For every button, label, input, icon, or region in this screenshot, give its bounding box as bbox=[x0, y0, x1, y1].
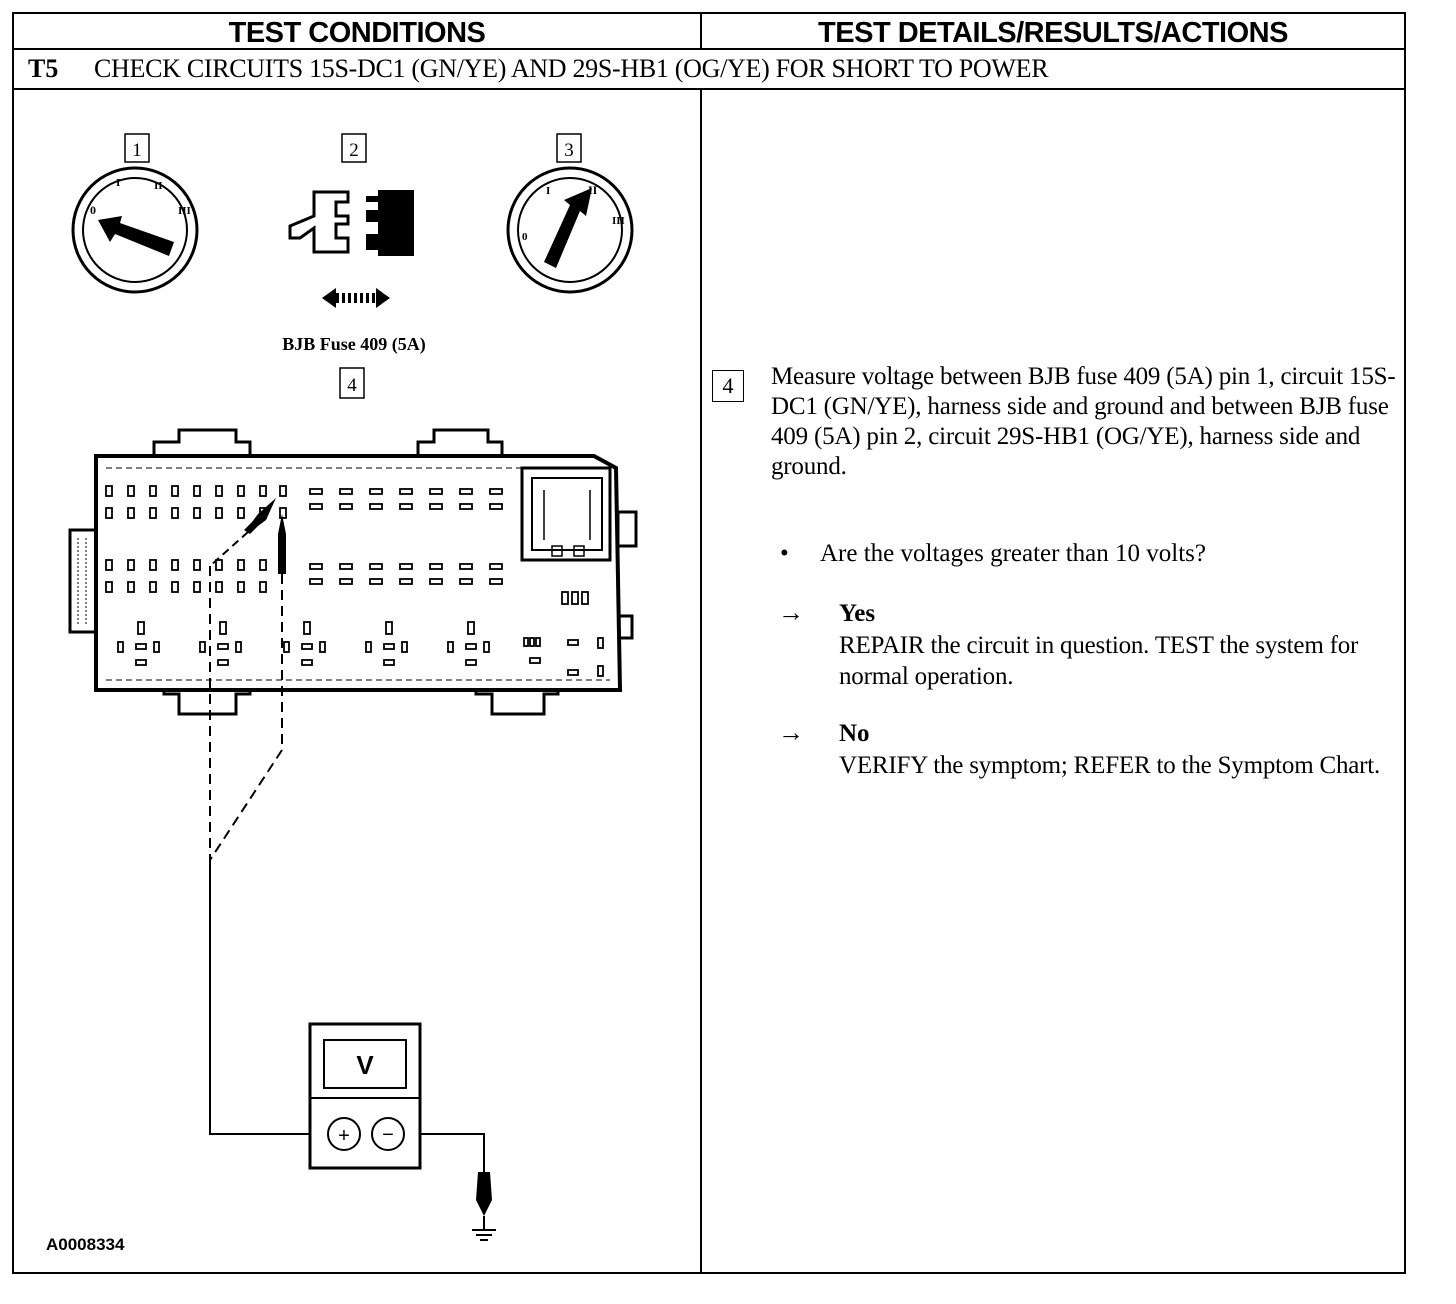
ignition-on-mark: II bbox=[588, 183, 598, 197]
step-2-label: 2 bbox=[349, 140, 359, 161]
meter-probe-2-icon bbox=[278, 514, 286, 574]
question-bullet: • bbox=[780, 540, 789, 567]
voltmeter-icon: V + − bbox=[308, 1022, 422, 1170]
column-divider bbox=[700, 14, 702, 1272]
test-diagram: 1 2 3 0 III II I BJB Fuse 409 (5A bbox=[46, 133, 638, 1254]
ignition-off-mark: 0 bbox=[90, 203, 96, 217]
yes-label: Yes bbox=[839, 600, 876, 627]
measurement-instruction: Measure voltage between BJB fuse 409 (5A… bbox=[771, 363, 1396, 480]
svg-text:III: III bbox=[178, 205, 191, 217]
negative-terminal: − bbox=[382, 1124, 394, 1146]
test-title: CHECK CIRCUITS 15S-DC1 (GN/YE) AND 29S-H… bbox=[94, 54, 1049, 83]
yes-arrow-icon: → bbox=[778, 598, 804, 627]
header-test-details: TEST DETAILS/RESULTS/ACTIONS bbox=[702, 14, 1404, 50]
no-label: No bbox=[839, 720, 870, 747]
svg-text:I: I bbox=[546, 185, 550, 197]
meter-probe-1-icon bbox=[209, 498, 276, 567]
header-test-conditions: TEST CONDITIONS bbox=[14, 14, 700, 50]
step-4-box: 4 bbox=[712, 370, 744, 402]
positive-terminal: + bbox=[338, 1125, 350, 1147]
voltmeter-display: V bbox=[356, 1050, 374, 1080]
ground-icon bbox=[472, 1172, 496, 1241]
step-1-label: 1 bbox=[132, 140, 142, 161]
step-3-marker: 3 bbox=[556, 133, 582, 163]
test-question: Are the voltages greater than 10 volts? bbox=[820, 540, 1206, 567]
step-2-marker: 2 bbox=[341, 133, 367, 163]
test-id: T5 bbox=[28, 54, 59, 83]
fuse-removal-icon bbox=[288, 190, 414, 308]
svg-text:0: 0 bbox=[522, 231, 528, 243]
yes-action: REPAIR the circuit in question. TEST the… bbox=[839, 632, 1359, 690]
svg-text:III: III bbox=[612, 215, 625, 227]
figure-id: A0008334 bbox=[46, 1235, 125, 1254]
step-4-label: 4 bbox=[347, 375, 357, 396]
battery-junction-box bbox=[68, 428, 638, 716]
ignition-switch-on-icon: 0 I II III bbox=[506, 166, 634, 294]
svg-text:II: II bbox=[154, 180, 163, 192]
test-title-row: T5 CHECK CIRCUITS 15S-DC1 (GN/YE) AND 29… bbox=[14, 50, 1404, 90]
no-action: VERIFY the symptom; REFER to the Symptom… bbox=[839, 752, 1381, 779]
test-table: TEST CONDITIONS TEST DETAILS/RESULTS/ACT… bbox=[12, 12, 1406, 1274]
fuse-label: BJB Fuse 409 (5A) bbox=[282, 334, 426, 355]
step-3-label: 3 bbox=[564, 140, 574, 161]
step-4-marker: 4 bbox=[339, 367, 365, 399]
svg-text:I: I bbox=[116, 177, 120, 189]
ignition-switch-off-icon: 0 III II I bbox=[71, 166, 199, 294]
no-arrow-icon: → bbox=[778, 718, 804, 747]
step-1-marker: 1 bbox=[124, 133, 150, 163]
